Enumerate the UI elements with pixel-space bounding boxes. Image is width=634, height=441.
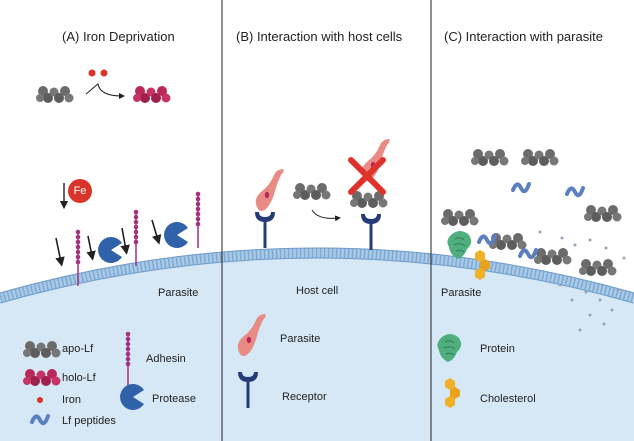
parasite-icon — [255, 169, 284, 211]
arrow-icon — [120, 227, 130, 255]
receptor-icon — [361, 214, 381, 250]
legend-receptor-label: Receptor — [282, 391, 327, 403]
binding-arrow — [85, 83, 125, 99]
lf-peptide-icon — [511, 182, 531, 194]
holo-lf-icon — [133, 86, 171, 103]
apo-lf-icon — [521, 149, 559, 166]
apo-lf-icon — [36, 86, 74, 103]
legend-adhesin-label: Adhesin — [146, 353, 186, 365]
legend-holo-lf-label: holo-Lf — [62, 372, 96, 384]
membrane-lipids — [0, 248, 634, 303]
protease-icon — [164, 222, 188, 248]
panel-a-cell-label: Parasite — [158, 287, 199, 299]
apo-lf-icon — [584, 205, 622, 222]
legend-iron-icon — [37, 397, 43, 403]
apo-lf-icon — [534, 248, 572, 265]
iron-icon — [88, 69, 96, 77]
arrow-icon — [86, 235, 96, 261]
legend-protease-label: Protease — [152, 393, 197, 405]
lf-peptide-icon — [518, 248, 538, 260]
process-arrow — [311, 209, 341, 222]
arrow-icon — [151, 219, 162, 245]
panel-b-cell-label: Host cell — [296, 285, 339, 297]
legend-holo-lf-icon — [23, 369, 61, 386]
lf-peptide-icon — [565, 186, 585, 198]
apo-lf-icon — [293, 183, 331, 200]
legend-lf-peptides-label: Lf peptides — [62, 415, 116, 427]
protease-icon — [98, 237, 122, 263]
arrow-icon — [55, 237, 65, 267]
legend-cholesterol-label: Cholesterol — [480, 393, 536, 405]
panel-a-title: (A) Iron Deprivation — [62, 29, 175, 44]
iron-icon — [100, 69, 108, 77]
apo-lf-icon — [579, 259, 617, 276]
legend-apo-lf-label: apo-Lf — [62, 343, 94, 355]
apo-lf-icon — [441, 209, 479, 226]
legend-parasite-label: Parasite — [280, 333, 321, 345]
adhesin-icon — [194, 190, 202, 249]
panel-c-title: (C) Interaction with parasite — [444, 29, 603, 44]
apo-lf-icon — [471, 149, 509, 166]
legend-iron-label: Iron — [62, 394, 81, 406]
cell-interior — [0, 255, 634, 441]
legend-apo-lf-icon — [23, 341, 61, 358]
adhesin-icon — [132, 208, 140, 267]
membrane-debris — [538, 230, 626, 332]
lf-peptide-icon — [477, 234, 497, 246]
legend-protein-label: Protein — [480, 343, 515, 355]
panel-b-title: (B) Interaction with host cells — [236, 29, 403, 44]
protein-icon — [446, 230, 472, 260]
receptor-icon — [255, 212, 275, 248]
panel-c-cell-label: Parasite — [441, 287, 482, 299]
iron-fe-badge: Fe — [68, 179, 92, 203]
blocked-x-icon — [348, 157, 386, 195]
